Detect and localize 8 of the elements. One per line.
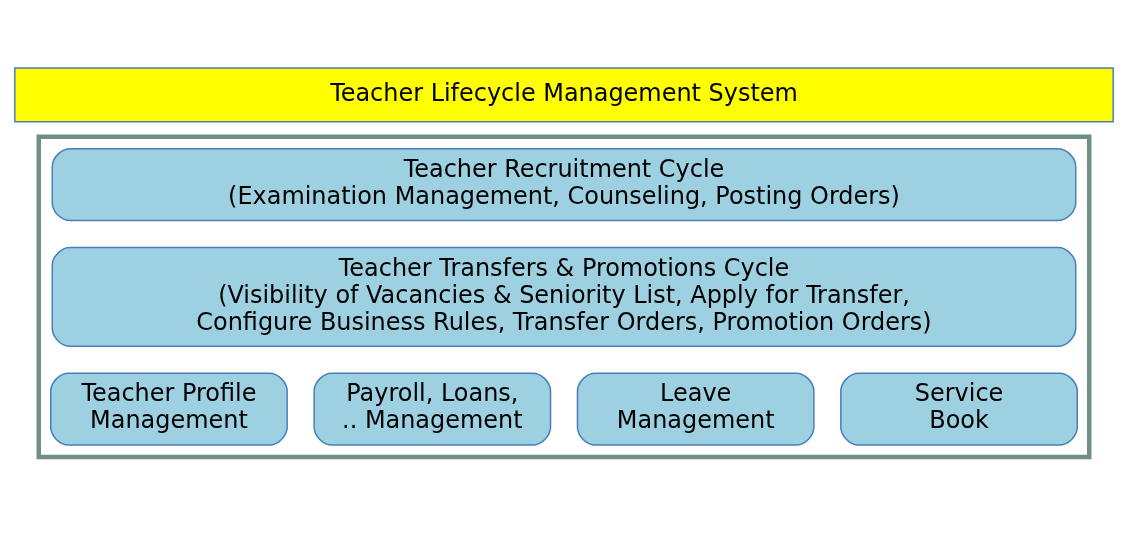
node-box: Service Book [840, 372, 1078, 446]
node-box: Teacher Transfers & Promotions Cycle (Visibility of Vacancies & Seniority List, Apply for Transfer, Configure Business Rules, Transfer Orders, Promotion Orders) [51, 246, 1077, 348]
node-box: Leave Management [576, 372, 815, 446]
node-box: Teacher Profile Management [50, 372, 288, 446]
node-box: Teacher Recruitment Cycle (Examination Management, Counseling, Posting Orders) [51, 148, 1077, 222]
cluster [36, 134, 1092, 460]
node-box: Teacher Lifecycle Management System [14, 67, 1114, 123]
node-box: Payroll, Loans, .. Management [313, 372, 552, 446]
